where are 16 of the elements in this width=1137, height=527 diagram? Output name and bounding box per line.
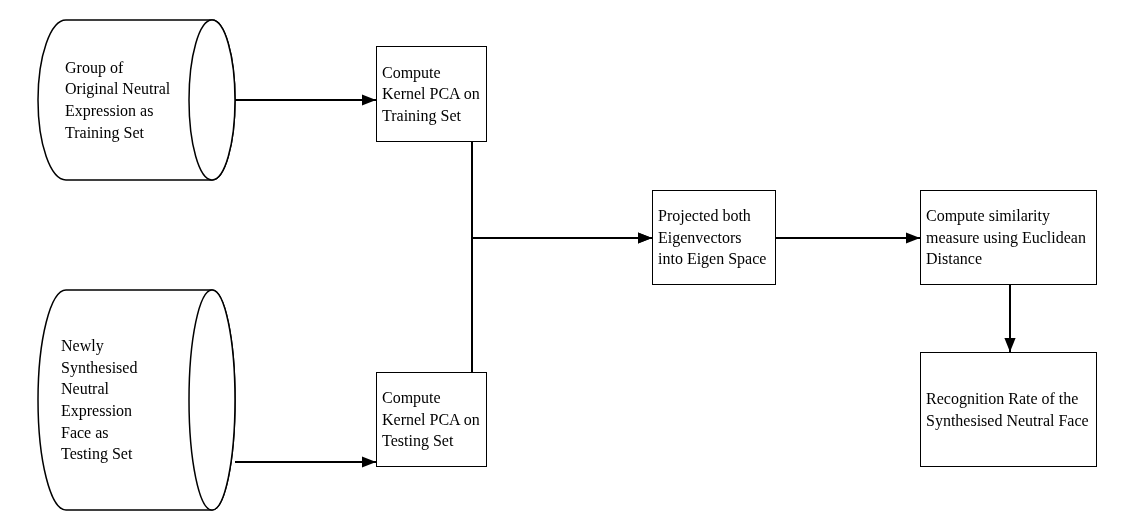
arrow (775, 232, 921, 244)
node-text: Group of Original Neutral Expression as Training Set (65, 57, 172, 144)
arrow (471, 232, 653, 373)
process-box (376, 46, 487, 142)
node-text: Projected both Eigenvectors into Eigen Space (658, 206, 768, 270)
process-box (920, 190, 1097, 285)
node-text: Compute similarity measure using Euclidean Distance (926, 206, 1087, 270)
process-box (376, 372, 487, 467)
node-text: Compute Kernel PCA on Training Set (382, 62, 481, 127)
node-text: Newly Synthesised Neutral Expression Face as Testing Set (61, 336, 139, 465)
arrow (1004, 284, 1016, 353)
node-text: Recognition Rate of the Synthesised Neutral Face (926, 388, 1090, 432)
arrow (234, 456, 377, 468)
process-box (920, 352, 1097, 467)
process-box (652, 190, 776, 285)
node-text: Compute Kernel PCA on Testing Set (382, 388, 481, 452)
